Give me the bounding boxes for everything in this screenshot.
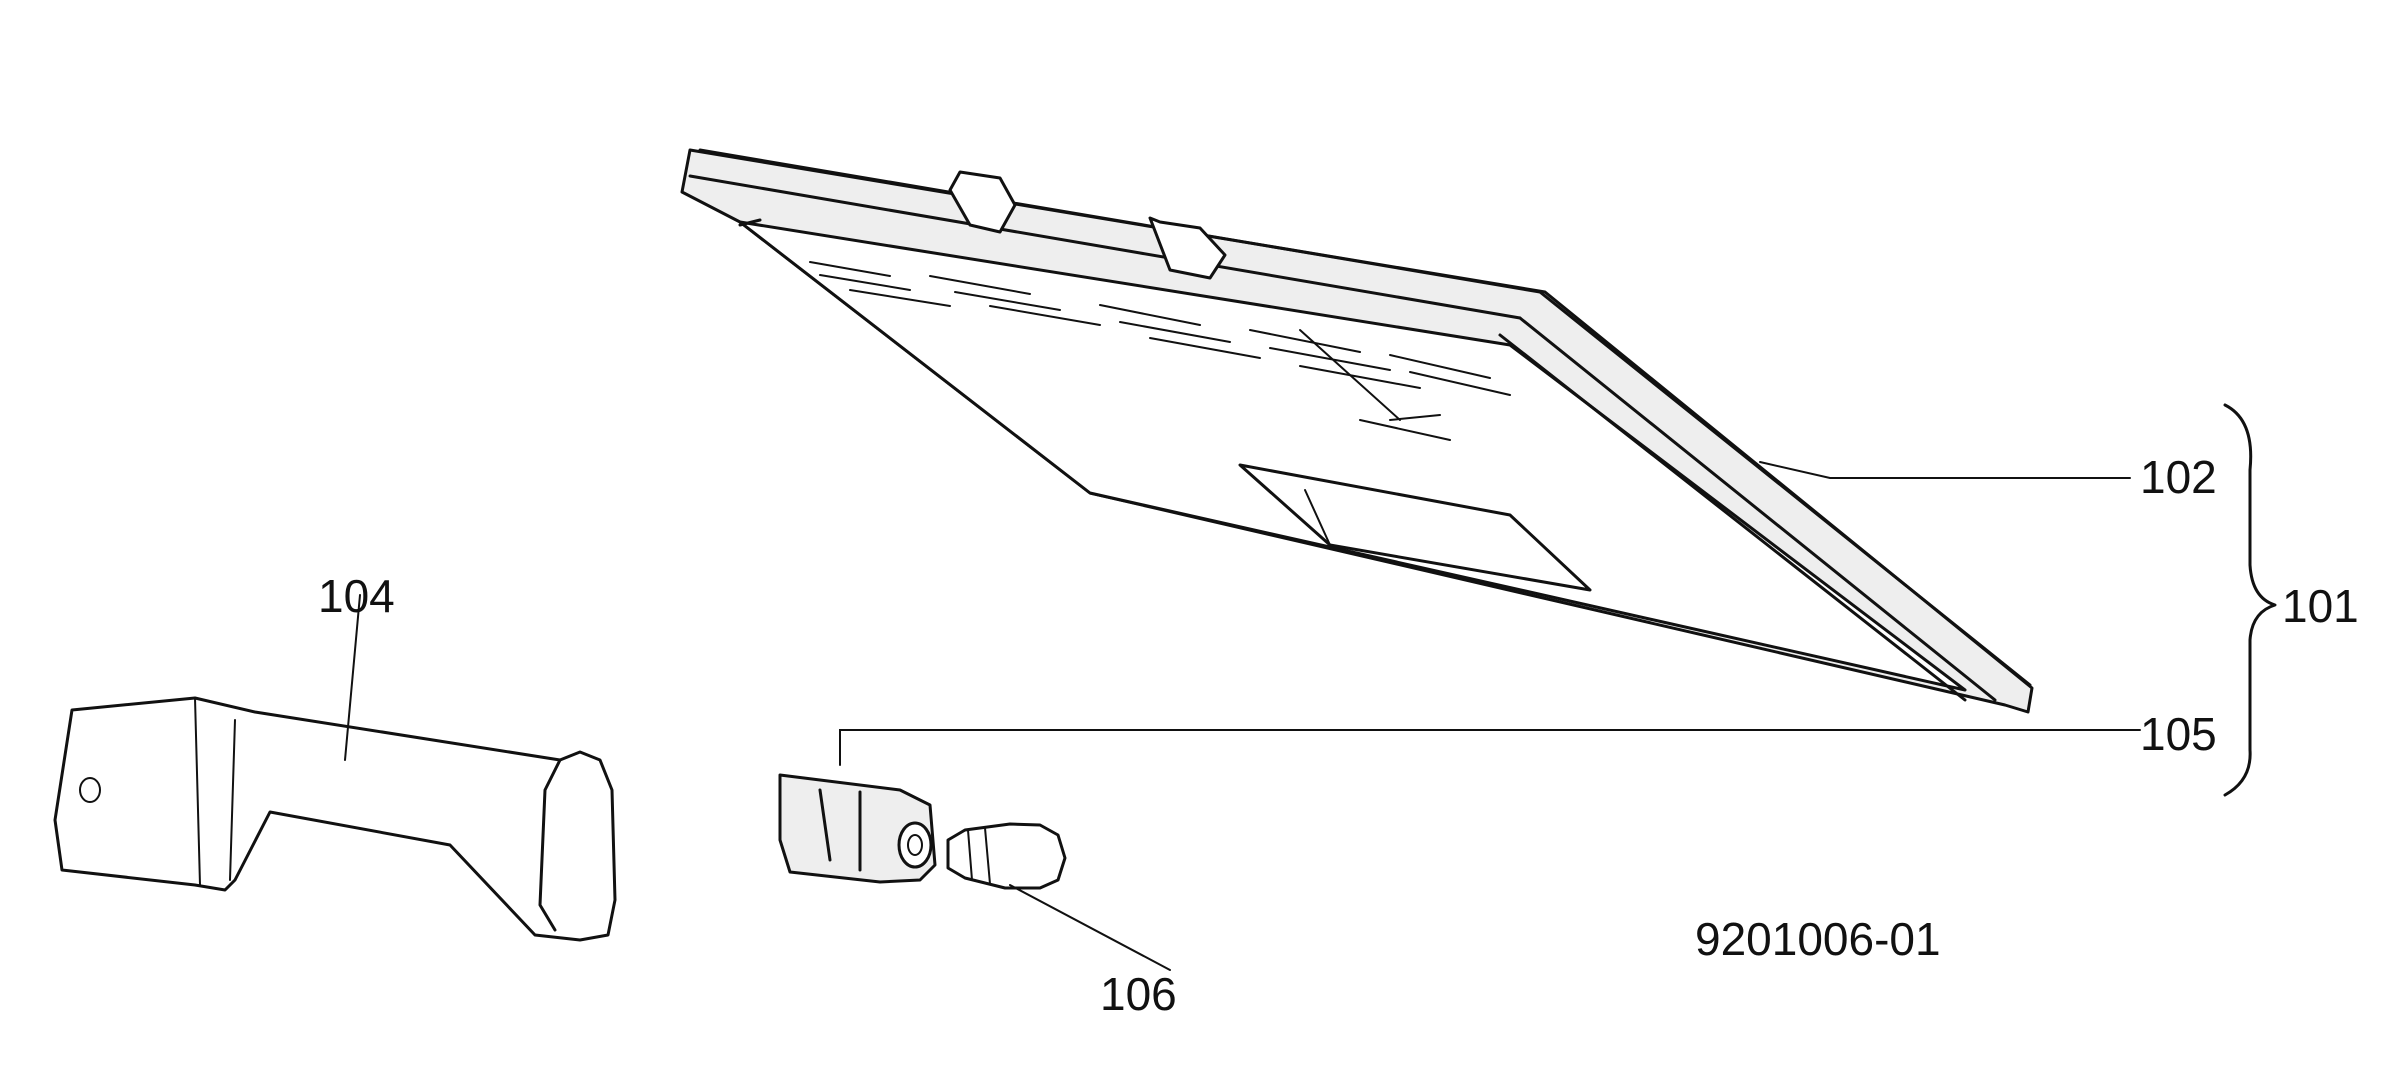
label-104: 104 <box>318 570 395 622</box>
lamp-socket <box>778 729 2141 884</box>
label-102: 102 <box>2140 451 2217 503</box>
door-panel <box>680 148 2131 714</box>
label-106: 106 <box>1100 968 1177 1020</box>
brace-101 <box>2223 403 2277 797</box>
drawing-number: 9201006-01 <box>1695 913 1941 965</box>
label-101: 101 <box>2282 580 2359 632</box>
handle-part <box>53 594 617 942</box>
leader-106 <box>1009 884 1171 971</box>
leader-102 <box>1759 461 2131 479</box>
lamp-bulb <box>946 822 1171 971</box>
leader-104 <box>344 594 361 761</box>
leader-105 <box>839 729 2141 766</box>
label-105: 105 <box>2140 708 2217 760</box>
